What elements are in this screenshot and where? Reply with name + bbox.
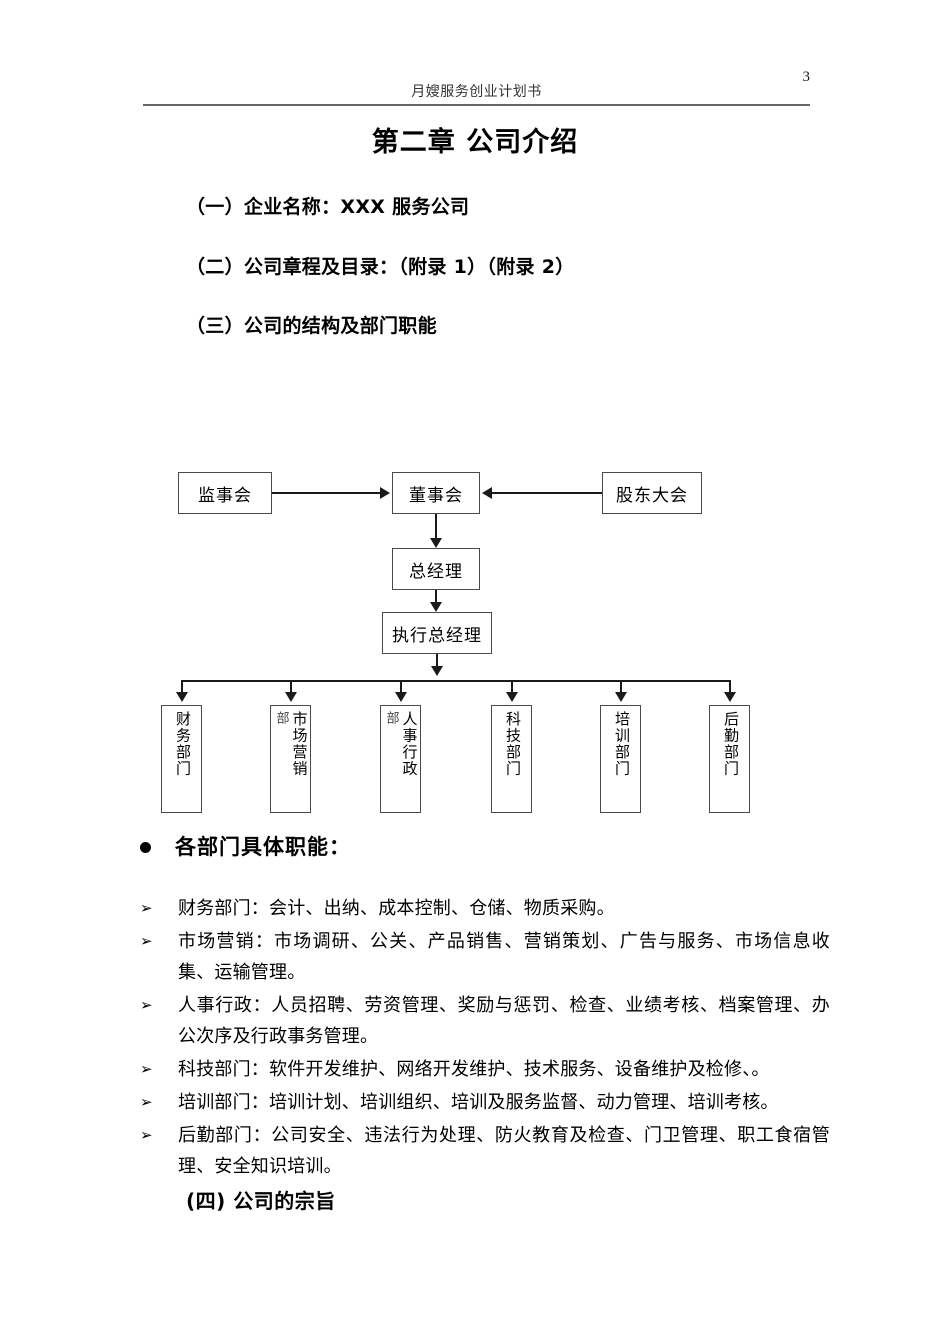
connector-drop-4 xyxy=(511,680,513,694)
arrow-down-icon xyxy=(430,602,442,612)
org-node-supervisory-board: 监事会 xyxy=(178,472,272,514)
org-node-shareholders-meeting: 股东大会 xyxy=(602,472,702,514)
department-label: 财务部门 xyxy=(174,711,190,777)
org-node-label: 总经理 xyxy=(409,561,463,581)
org-node-department-technology: 科技部门 xyxy=(491,705,532,813)
list-item-text: 后勤部门：公司安全、违法行为处理、防火教育及检查、门卫管理、职工食宿管理、安全知… xyxy=(178,1125,830,1176)
connector-board-to-gm xyxy=(435,514,437,538)
arrow-down-icon xyxy=(176,692,188,702)
connector-supervisory-to-board xyxy=(272,492,380,494)
connector-drop-5 xyxy=(620,680,622,694)
arrow-down-icon xyxy=(285,692,297,702)
bullet-dot-icon xyxy=(140,841,151,853)
department-label: 后勤部门 xyxy=(722,711,738,777)
org-node-department-logistics: 后勤部门 xyxy=(709,705,750,813)
chapter-title: 第二章 公司介绍 xyxy=(371,127,579,158)
page-number: 3 xyxy=(802,69,811,85)
list-item-text: 财务部门：会计、出纳、成本控制、仓储、物质采购。 xyxy=(178,898,615,918)
arrow-left-icon xyxy=(482,487,492,499)
arrow-bullet-icon: ➢ xyxy=(140,1060,153,1078)
department-label: 市场营销 xyxy=(290,711,307,777)
arrow-down-icon xyxy=(431,666,443,676)
header-divider xyxy=(143,104,810,106)
connector-egm-stem xyxy=(436,654,438,666)
arrow-bullet-icon: ➢ xyxy=(140,996,153,1014)
arrow-down-icon xyxy=(506,692,518,702)
department-label: 培训部门 xyxy=(613,711,629,777)
org-node-department-finance: 财务部门 xyxy=(161,705,202,813)
connector-drop-6 xyxy=(729,680,731,694)
list-item: ➢ 市场营销：市场调研、公关、产品销售、营销策划、广告与服务、市场信息收集、运输… xyxy=(140,926,830,988)
arrow-down-icon xyxy=(430,538,442,548)
section-heading-articles-contents: （二）公司章程及目录：（附录 1）（附录 2） xyxy=(186,256,575,278)
connector-drop-1 xyxy=(181,680,183,694)
org-node-label: 股东大会 xyxy=(616,485,688,505)
org-node-board-of-directors: 董事会 xyxy=(392,472,480,514)
arrow-bullet-icon: ➢ xyxy=(140,1093,153,1111)
org-node-label: 监事会 xyxy=(198,485,252,505)
arrow-down-icon xyxy=(395,692,407,702)
section-heading-company-name: （一）企业名称：XXX 服务公司 xyxy=(186,196,470,218)
organization-chart: 监事会 董事会 股东大会 总经理 执行总经理 财务部门 市场营销 xyxy=(0,440,950,830)
list-item-text: 人事行政：人员招聘、劳资管理、奖励与惩罚、检查、业绩考核、档案管理、办公次序及行… xyxy=(178,995,830,1046)
org-node-department-marketing: 市场营销 部 xyxy=(270,705,311,813)
document-header-title: 月嫂服务创业计划书 xyxy=(411,85,542,100)
org-node-executive-general-manager: 执行总经理 xyxy=(382,612,492,654)
department-label: 人事行政 xyxy=(400,711,417,777)
connector-drop-3 xyxy=(400,680,402,694)
list-item: ➢ 财务部门：会计、出纳、成本控制、仓储、物质采购。 xyxy=(140,893,830,924)
duties-heading-label: 各部门具体职能： xyxy=(175,835,351,859)
list-item: ➢ 培训部门：培训计划、培训组织、培训及服务监督、动力管理、培训考核。 xyxy=(140,1087,830,1118)
connector-gm-to-egm xyxy=(435,590,437,602)
section-heading-company-purpose: (四) 公司的宗旨 xyxy=(186,1189,336,1213)
arrow-bullet-icon: ➢ xyxy=(140,1126,153,1144)
duties-heading: 各部门具体职能： xyxy=(140,833,351,861)
list-item-text: 科技部门：软件开发维护、网络开发维护、技术服务、设备维护及检修、。 xyxy=(178,1059,770,1079)
list-item-text: 市场营销：市场调研、公关、产品销售、营销策划、广告与服务、市场信息收集、运输管理… xyxy=(178,931,830,982)
arrow-down-icon xyxy=(724,692,736,702)
arrow-bullet-icon: ➢ xyxy=(140,932,153,950)
list-item: ➢ 人事行政：人员招聘、劳资管理、奖励与惩罚、检查、业绩考核、档案管理、办公次序… xyxy=(140,990,830,1052)
org-node-department-training: 培训部门 xyxy=(600,705,641,813)
arrow-down-icon xyxy=(615,692,627,702)
department-label-continuation: 部 xyxy=(384,711,400,726)
section-heading-structure-duties: （三）公司的结构及部门职能 xyxy=(186,315,437,337)
org-node-label: 执行总经理 xyxy=(392,625,482,645)
list-item: ➢ 后勤部门：公司安全、违法行为处理、防火教育及检查、门卫管理、职工食宿管理、安… xyxy=(140,1120,830,1182)
list-item: ➢ 科技部门：软件开发维护、网络开发维护、技术服务、设备维护及检修、。 xyxy=(140,1054,830,1085)
arrow-right-icon xyxy=(380,487,390,499)
org-node-general-manager: 总经理 xyxy=(392,548,480,590)
org-node-label: 董事会 xyxy=(409,485,463,505)
department-duties-list: ➢ 财务部门：会计、出纳、成本控制、仓储、物质采购。 ➢ 市场营销：市场调研、公… xyxy=(140,893,830,1184)
arrow-bullet-icon: ➢ xyxy=(140,899,153,917)
department-label: 科技部门 xyxy=(504,711,520,777)
connector-shareholders-to-board xyxy=(492,492,602,494)
connector-drop-2 xyxy=(290,680,292,694)
connector-department-bus xyxy=(181,680,729,682)
department-label-continuation: 部 xyxy=(274,711,290,726)
list-item-text: 培训部门：培训计划、培训组织、培训及服务监督、动力管理、培训考核。 xyxy=(178,1092,779,1112)
org-node-department-hr-admin: 人事行政 部 xyxy=(380,705,421,813)
